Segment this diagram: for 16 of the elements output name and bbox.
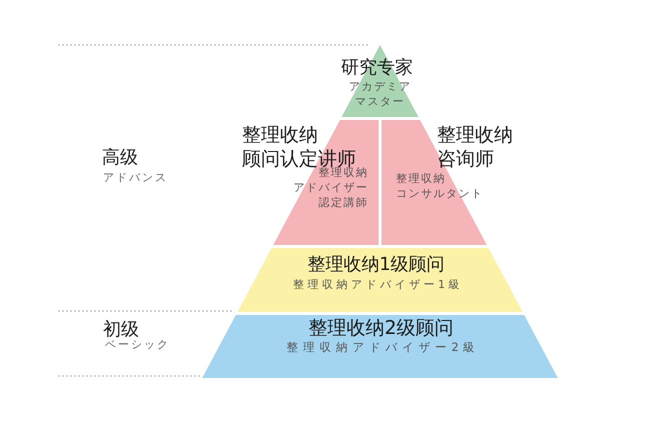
pyramid-tier xyxy=(237,248,523,312)
tier-subtitle: アカデミアマスター xyxy=(348,79,412,109)
tier-title: 整理收纳咨询师 xyxy=(437,123,514,171)
tier-title: 整理收纳1级顾问 xyxy=(307,254,445,276)
level-sublabel: アドバンス xyxy=(103,171,168,185)
pyramid-tier xyxy=(202,315,558,378)
level-sublabel: ベーシック xyxy=(105,338,170,352)
tier-title: 研究专家 xyxy=(341,57,413,79)
pyramid-tier xyxy=(341,45,419,117)
tier-subtitle: 整理収納アドバイザー2級 xyxy=(286,340,480,355)
tier-subtitle: 整理収納コンサルタント xyxy=(396,171,484,201)
level-label: 初级 xyxy=(103,319,139,340)
tier-subtitle: 整理収納アドバイザー1級 xyxy=(293,277,463,292)
level-label: 高级 xyxy=(102,147,138,169)
pyramid-tier xyxy=(242,120,379,245)
tier-title: 整理收纳2级顾问 xyxy=(308,316,454,338)
